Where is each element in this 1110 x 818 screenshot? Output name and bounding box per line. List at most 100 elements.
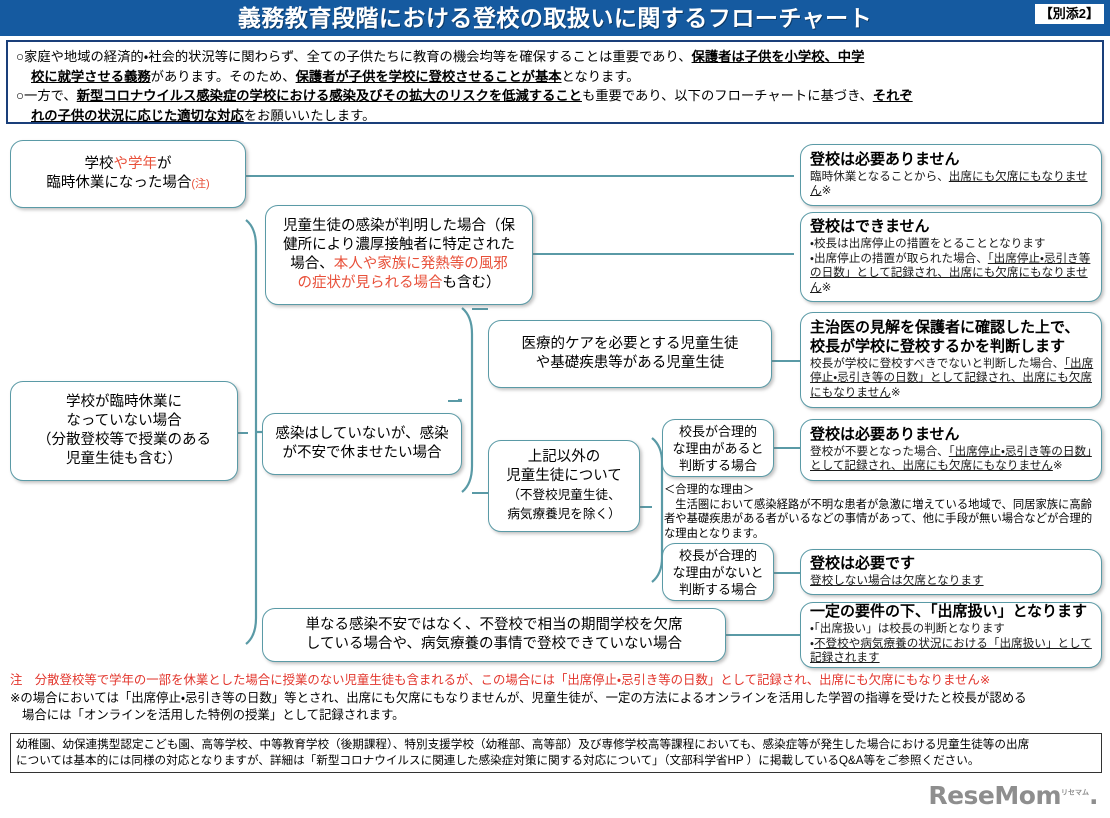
intro-line-3-plain-b: も重要であり、以下のフローチャートに基づき、: [581, 88, 873, 103]
connector-anxiety-stub: [448, 400, 462, 403]
connector-others-stub: [640, 506, 652, 509]
node-reason-absent-line2: な理由がないと: [672, 564, 764, 580]
footnote-kome-line2: 場合には「オンラインを活用した特例の授業」として記録されます。: [22, 707, 405, 722]
intro-line-1-emph: 保護者は子供を小学校、中学: [691, 49, 865, 64]
connector-futoukou-to-answer: [726, 634, 802, 637]
answer-reason-absent-head: 登校は必要です: [810, 554, 916, 572]
node-infection-line4: の症状が見られる場合も含む）: [297, 275, 501, 291]
node-no-closure-line2: なっていない場合: [66, 413, 182, 429]
node-other-line4: 病気療養児を除く）: [507, 507, 621, 521]
footnote-chu: 注 分散登校等で学年の一部を休業とした場合に授業のない児童生徒も含まれるが、この…: [10, 673, 991, 687]
intro-line-2-emph-a: 校に就学させる義務: [31, 68, 151, 84]
node-reason-absent-line3: 判断する場合: [678, 581, 757, 597]
intro-line-2: 校に就学させる義務があります。そのため、保護者が子供を学校に登校させることが基本…: [16, 67, 1094, 87]
intro-line-2-plain-a: があります。そのため、: [150, 68, 296, 84]
node-futoukou-line1: 単なる感染不安ではなく、不登校で相当の期間学校を欠席: [305, 617, 683, 633]
answer-reason-exists-body: 登校が不要となった場合、「出席停止・忌引き等の日数」として記録され、出席にも欠席…: [810, 444, 1092, 473]
footnote-kome-line1: ※の場合においては「出席停止・忌引き等の日数」等とされ、出席にも欠席にもなりませ…: [10, 691, 1027, 705]
answer-reason-absent-body: 登校しない場合は欠席となります: [810, 573, 984, 587]
node-school-closure-line1: 学校や学年が: [84, 155, 172, 172]
answer-reason-exists-head: 登校は必要ありません: [810, 425, 960, 443]
node-infection-line1: 児童生徒の感染が判明した場合（保: [283, 218, 515, 234]
intro-line-4: れの子供の状況に応じた適切な対応をお願いいたします。: [16, 106, 1094, 126]
answer-medical-body: 校長が学校に登校すべきでないと判断した場合、「出席停止・忌引き等の日数」として記…: [810, 356, 1094, 399]
node-reason-absent-line1: 校長が合理的: [678, 547, 757, 563]
answer-closure-head: 登校は必要ありません: [810, 150, 960, 168]
node-medical-line1: 医療的ケアを必要とする児童生徒: [521, 336, 739, 352]
node-other-line2: 児童生徒について: [506, 468, 622, 484]
reason-note-line1: 生活圏において感染経路が不明な患者が急激に増えている地域で、同居家族に高齢: [664, 498, 1092, 511]
answer-reason-absent[interactable]: 登校は必要です 登校しない場合は欠席となります: [800, 549, 1102, 595]
intro-line-3-plain-a: ○一方で、: [16, 88, 77, 103]
connector-reasonyes-to-answer: [774, 447, 802, 450]
intro-line-4-plain: をお願いいたします。: [243, 107, 376, 123]
node-reason-exists-line2: な理由があると: [672, 440, 764, 456]
answer-closure[interactable]: 登校は必要ありません 臨時休業となることから、出席にも欠席にもなりません※: [800, 144, 1102, 206]
connector-closure-to-answer: [246, 175, 794, 178]
intro-line-3: ○一方で、新型コロナウイルス感染症の学校における感染及びその拡大のリスクを低減す…: [16, 86, 1094, 106]
node-infection-confirmed[interactable]: 児童生徒の感染が判明した場合（保 健所により濃厚接触者に特定された 場合、本人や…: [265, 205, 533, 305]
resemom-logo-dot: .: [1089, 781, 1099, 810]
node-other-line1: 上記以外の: [527, 449, 601, 465]
intro-line-1: ○家庭や地域の経済的・社会的状況等に関わらず、全ての子供たちに教育の機会均等を確…: [16, 47, 1094, 67]
node-reason-exists-line3: 判断する場合: [678, 457, 757, 473]
answer-futoukou-head: 一定の要件の下、「出席扱い」となります: [810, 603, 1088, 621]
answer-infected[interactable]: 登校はできません ・校長は出席停止の措置をとることとなります ・出席停止の措置が…: [800, 212, 1102, 302]
node-reason-exists[interactable]: 校長が合理的 な理由があると 判断する場合: [662, 419, 774, 477]
intro-line-1-plain: ○家庭や地域の経済的・社会的状況等に関わらず、全ての子供たちに教育の機会均等を確…: [16, 49, 692, 64]
connector-medical-to-answer: [772, 360, 802, 363]
intro-text-box: ○家庭や地域の経済的・社会的状況等に関わらず、全ての子供たちに教育の機会均等を確…: [6, 40, 1104, 124]
intro-line-2-emph-b: 保護者が子供を学校に登校させることが基本: [295, 68, 562, 84]
node-no-closure[interactable]: 学校が臨時休業に なっていない場合 （分散登校等で授業のある 児童生徒も含む）: [10, 381, 238, 481]
answer-reason-exists[interactable]: 登校は必要ありません 登校が不要となった場合、「出席停止・忌引き等の日数」として…: [800, 419, 1102, 481]
intro-line-2-plain-b: となります。: [561, 68, 640, 84]
footnote-kome: ※の場合においては「出席停止・忌引き等の日数」等とされ、出席にも欠席にもなりませ…: [10, 690, 1105, 723]
connector-infected-to-answer: [532, 253, 794, 256]
connector-brace-anxiety: [458, 307, 474, 493]
answer-closure-body: 臨時休業となることから、出席にも欠席にもなりません※: [810, 169, 1088, 198]
intro-line-3-emph-b: それぞ: [872, 88, 913, 103]
node-other-students[interactable]: 上記以外の 児童生徒について （不登校児童生徒、 病気療養児を除く）: [488, 440, 640, 532]
connector-brace-others: [651, 437, 664, 583]
node-medical-care[interactable]: 医療的ケアを必要とする児童生徒 や基礎疾患等がある児童生徒: [488, 320, 772, 388]
reason-note-line2: 者や基礎疾患がある者がいるなどの事情があって、他に手段が無い場合などが合理的: [664, 513, 1093, 525]
node-infection-line2: 健所により濃厚接触者に特定された: [283, 237, 515, 253]
answer-infected-line2: ・出席停止の措置が取られた場合、「出席停止・忌引き等の日数」として記録され、出席…: [810, 251, 1091, 294]
answer-futoukou-line1: ・「出席扱い」は校長の判断となります: [810, 622, 1005, 636]
answer-futoukou-line2: ・不登校や病気療養の状況における「出席扱い」として記録されます: [810, 636, 1092, 665]
node-anxiety-line2: が不安で休ませたい場合: [282, 445, 442, 461]
node-reason-exists-line1: 校長が合理的: [678, 423, 757, 439]
node-other-line3: （不登校児童生徒、: [507, 488, 621, 502]
node-medical-line2: や基礎疾患等がある児童生徒: [535, 355, 725, 371]
node-no-closure-line1: 学校が臨時休業に: [66, 394, 182, 410]
node-no-closure-line3: （分散登校等で授業のある: [37, 432, 211, 448]
reason-note-title: ＜合理的な理由＞: [664, 484, 755, 496]
node-infection-line3: 場合、本人や家族に発熱等の風邪: [290, 256, 508, 272]
resemom-logo: ReseMomリセマム.: [928, 781, 1098, 810]
node-anxiety-line1: 感染はしていないが、感染: [275, 426, 449, 442]
node-anxiety[interactable]: 感染はしていないが、感染 が不安で休ませたい場合: [262, 413, 462, 475]
answer-infected-line1: ・校長は出席停止の措置をとることとなります: [810, 237, 1046, 250]
footnote-boxed: 幼稚園、幼保連携型認定こども園、高等学校、中等教育学校（後期課程）、特別支援学校…: [10, 733, 1102, 773]
node-no-closure-line4: 児童生徒も含む）: [66, 451, 182, 467]
resemom-logo-text: ReseMom: [928, 781, 1061, 810]
header-bar: [0, 0, 1110, 36]
intro-line-3-emph-a: 新型コロナウイルス感染症の学校における感染及びその拡大のリスクを低減すること: [76, 88, 582, 103]
footnote-boxed-line2: については基本的には同様の対応となりますが、詳細は「新型コロナウイルスに関連した…: [16, 753, 980, 767]
answer-medical[interactable]: 主治医の見解を保護者に確認した上で、 校長が学校に登校するかを判断します 校長が…: [800, 312, 1102, 408]
intro-line-4-emph: れの子供の状況に応じた適切な対応: [31, 107, 244, 123]
connector-to-others: [472, 492, 488, 495]
node-school-closure[interactable]: 学校や学年が 臨時休業になった場合(注): [10, 140, 246, 208]
footnote-boxed-line1: 幼稚園、幼保連携型認定こども園、高等学校、中等教育学校（後期課程）、特別支援学校…: [16, 738, 1030, 751]
node-futoukou-line2: している場合や、病気療養の事情で登校できていない場合: [305, 636, 683, 652]
answer-futoukou[interactable]: 一定の要件の下、「出席扱い」となります ・「出席扱い」は校長の判断となります ・…: [800, 602, 1102, 668]
reasonable-reason-note: ＜合理的な理由＞ 生活圏において感染経路が不明な患者が急激に増えている地域で、同…: [664, 483, 1094, 541]
node-futoukou[interactable]: 単なる感染不安ではなく、不登校で相当の期間学校を欠席 している場合や、病気療養の…: [262, 608, 726, 662]
node-reason-absent[interactable]: 校長が合理的 な理由がないと 判断する場合: [662, 543, 774, 601]
answer-infected-head: 登校はできません: [810, 218, 930, 235]
answer-medical-head-line1: 主治医の見解を保護者に確認した上で、: [810, 318, 1080, 336]
connector-no-closure-stub: [236, 432, 248, 435]
page-title: 義務教育段階における登校の取扱いに関するフローチャート: [237, 5, 873, 31]
node-school-closure-line2: 臨時休業になった場合(注): [46, 174, 210, 191]
